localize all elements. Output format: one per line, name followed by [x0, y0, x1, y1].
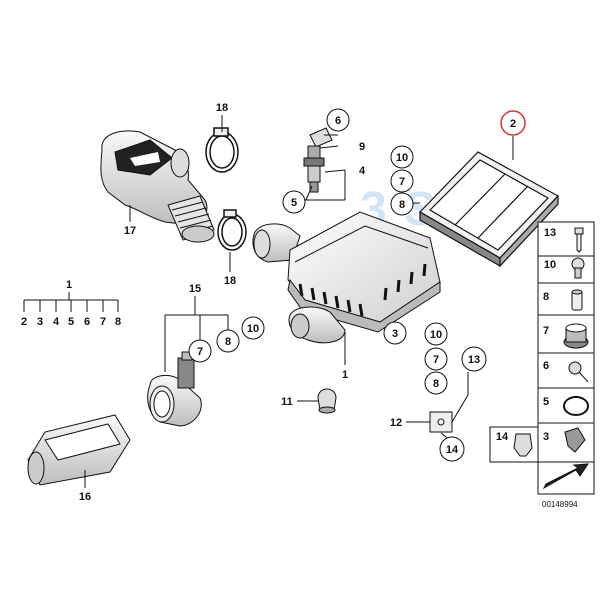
- screw-icon: [571, 257, 585, 279]
- part-hose-clamp-top: [205, 127, 239, 173]
- part-sensor-assembly: [303, 127, 333, 193]
- tree-root-label: 1: [66, 279, 72, 291]
- grommet-icon: [563, 323, 589, 349]
- legend-label: 8: [543, 291, 549, 303]
- svg-text:6: 6: [335, 115, 341, 127]
- callout-16: 16: [79, 491, 91, 503]
- callout-15: 15: [189, 283, 201, 295]
- callout-17: 17: [124, 225, 136, 237]
- part-bracket-12: [429, 411, 453, 433]
- o-ring-icon: [563, 396, 589, 416]
- legend-label: 13: [544, 227, 556, 239]
- callout-7-upper: 7: [390, 169, 414, 193]
- callout-2-highlighted: 2: [500, 110, 526, 136]
- callout-1: 1: [342, 369, 348, 381]
- tree-child-label: 7: [100, 316, 106, 328]
- callout-5: 5: [282, 190, 306, 214]
- callout-18-mid: 18: [224, 275, 236, 287]
- tree-child-label: 5: [68, 316, 74, 328]
- part-hose-clamp-mid: [217, 209, 247, 251]
- svg-text:10: 10: [430, 329, 442, 341]
- svg-text:7: 7: [433, 354, 439, 366]
- tree-child-label: 8: [115, 316, 121, 328]
- catalog-code: 00148994: [542, 500, 578, 509]
- callout-10-mid: 10: [241, 316, 265, 340]
- bolt-icon: [568, 361, 589, 383]
- callouts: 18 6 9 4 5 10 7 8 2: [79, 102, 526, 503]
- legend-label: 10: [544, 259, 556, 271]
- callout-10-lower: 10: [424, 322, 448, 346]
- callout-7-mid: 7: [188, 339, 212, 363]
- part-group-tree: 1 2 3 4 5 6 7 8: [21, 279, 121, 328]
- leader-lines: [84, 115, 514, 488]
- callout-12: 12: [390, 417, 402, 429]
- svg-text:8: 8: [225, 336, 231, 348]
- legend-label: 7: [543, 325, 549, 337]
- svg-text:7: 7: [399, 176, 405, 188]
- svg-text:8: 8: [433, 378, 439, 390]
- tree-child-label: 2: [21, 316, 27, 328]
- arrow-icon: [542, 463, 589, 490]
- clip-fastener-icon: [564, 427, 586, 453]
- clip-icon: [574, 227, 584, 253]
- callout-7-lower: 7: [424, 347, 448, 371]
- tree-child-label: 6: [84, 316, 90, 328]
- svg-text:3: 3: [392, 328, 398, 340]
- svg-text:7: 7: [197, 346, 203, 358]
- tree-child-label: 3: [37, 316, 43, 328]
- part-corrugated-hose: [167, 195, 215, 243]
- sleeve-icon: [571, 289, 583, 311]
- svg-text:5: 5: [291, 197, 297, 209]
- svg-text:10: 10: [396, 152, 408, 164]
- svg-text:2: 2: [510, 118, 516, 130]
- callout-10-upper: 10: [390, 145, 414, 169]
- legend-label-14: 14: [496, 431, 509, 443]
- part-mass-air-flow-meter: [147, 351, 202, 427]
- svg-text:13: 13: [468, 354, 480, 366]
- callout-4: 4: [359, 165, 366, 177]
- callout-11: 11: [281, 396, 293, 408]
- legend-label: 5: [543, 396, 549, 408]
- legend-label: 3: [543, 431, 549, 443]
- callout-18-top: 18: [216, 102, 228, 114]
- callout-6: 6: [326, 108, 350, 132]
- svg-text:8: 8: [399, 199, 405, 211]
- callout-9: 9: [359, 141, 365, 153]
- nut-icon: [513, 433, 533, 457]
- callout-8-upper: 8: [390, 192, 414, 216]
- legend-label: 6: [543, 360, 549, 372]
- callout-8-mid: 8: [216, 329, 240, 353]
- svg-text:14: 14: [446, 444, 459, 456]
- svg-text:10: 10: [247, 323, 259, 335]
- part-air-filter-housing: [252, 211, 441, 344]
- part-air-filter-element: [419, 151, 559, 268]
- callout-14-lower: 14: [439, 436, 465, 462]
- callout-13-lower: 13: [461, 346, 487, 372]
- tree-child-label: 4: [53, 316, 60, 328]
- callout-8-lower: 8: [424, 371, 448, 395]
- part-rubber-mount-11: [317, 388, 337, 414]
- callout-3: 3: [383, 321, 407, 345]
- part-air-intake-scoop: [27, 414, 131, 486]
- small-parts-legend: 13 10 8 7 6 5 3 14: [489, 221, 595, 495]
